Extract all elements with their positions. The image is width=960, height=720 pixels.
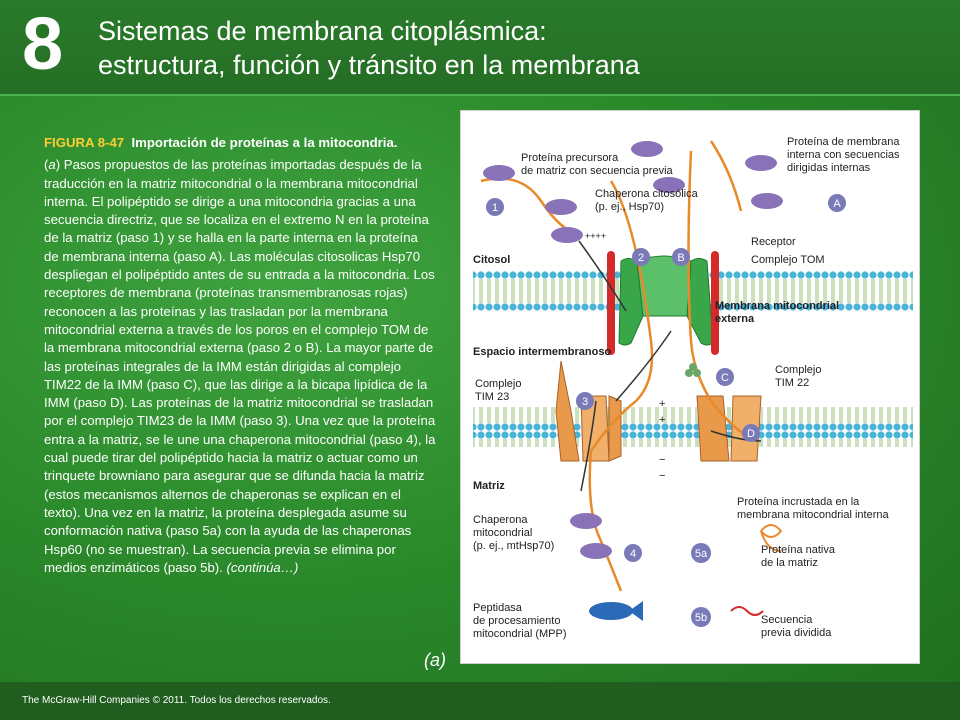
- tim22-chaperone-balls: [685, 363, 701, 377]
- label-tim22-1: Complejo: [775, 364, 821, 376]
- svg-text:+: +: [659, 398, 665, 410]
- label-mito-chaperone-2: mitocondrial: [473, 527, 532, 539]
- label-tim23-1: Complejo: [475, 378, 521, 390]
- title-line-2: estructura, función y tránsito en la mem…: [98, 50, 640, 80]
- step-2: 2: [638, 252, 644, 264]
- label-native-1: Proteína nativa: [761, 544, 836, 556]
- label-receptor: Receptor: [751, 236, 796, 248]
- caption-open-paren: (: [44, 157, 49, 173]
- step-C-circle: [716, 368, 734, 386]
- tim23-complex: [555, 360, 622, 462]
- slide-footer: The McGraw-Hill Companies © 2011. Todos …: [0, 682, 960, 720]
- panel-label: (a): [424, 650, 446, 670]
- svg-text:++++: ++++: [585, 231, 606, 241]
- label-intermembrane: Espacio intermembranoso: [473, 346, 611, 358]
- step-D-circle: [742, 424, 760, 442]
- label-outer-membrane-1: Membrana mitocondrial: [715, 300, 839, 312]
- caption-continues: (continúa…): [226, 559, 299, 575]
- step-D: D: [747, 428, 755, 440]
- flow-arrows: [578, 240, 762, 492]
- label-chaperone-1: Chaperona citosólica: [595, 188, 699, 200]
- step-A-circle: [828, 194, 846, 212]
- membrane-charges: + + − − ++++: [585, 231, 665, 482]
- cytosolic-chaperones: [483, 141, 783, 243]
- inner-membrane: [473, 407, 913, 447]
- step-5b-circle: [691, 607, 711, 627]
- slide-header: 8 Sistemas de membrana citoplásmica: est…: [0, 0, 960, 96]
- step-C: C: [721, 372, 729, 384]
- label-membrane-protein-3: dirigidas internas: [787, 162, 871, 174]
- label-cleaved-2: previa dividida: [761, 627, 832, 639]
- step-numbers: 1 2 3 4 5a 5b A B C D: [492, 198, 841, 624]
- label-mpp-1: Peptidasa: [473, 602, 523, 614]
- figure-title: Importación de proteínas a la mitocondri…: [131, 135, 398, 150]
- step-3: 3: [582, 396, 588, 408]
- svg-text:−: −: [659, 454, 665, 466]
- receptor-left: [607, 251, 615, 355]
- chapter-number: 8: [22, 2, 64, 85]
- label-tim23-2: TIM 23: [475, 391, 509, 403]
- label-citosol: Citosol: [473, 254, 510, 266]
- step-4: 4: [630, 548, 636, 560]
- caption-body: (a) Pasos propuestos de las proteínas im…: [44, 156, 436, 577]
- diagram-panel: 1 2 3 4 5a 5b A B C D + + − − ++++ Prote…: [460, 110, 920, 664]
- label-mpp-3: mitocondrial (MPP): [473, 628, 567, 640]
- native-protein-icon: [760, 524, 783, 552]
- mpp-enzyme: [589, 601, 643, 621]
- caption-part-letter: a: [48, 157, 56, 173]
- step-5a: 5a: [695, 548, 708, 560]
- step-A: A: [833, 198, 841, 210]
- mitochondrial-import-diagram: 1 2 3 4 5a 5b A B C D + + − − ++++ Prote…: [473, 136, 913, 640]
- diagram-labels: Proteína precursora de matriz con secuen…: [473, 136, 900, 640]
- title-line-1: Sistemas de membrana citoplásmica:: [98, 16, 547, 46]
- step-B-circle: [672, 248, 690, 266]
- label-chaperone-2: (p. ej., Hsp70): [595, 201, 664, 213]
- label-mito-chaperone-3: (p. ej., mtHsp70): [473, 540, 554, 552]
- figure-caption: FIGURA 8-47 Importación de proteínas a l…: [44, 134, 436, 581]
- label-matrix: Matriz: [473, 480, 505, 492]
- label-cleaved-1: Secuencia: [761, 614, 813, 626]
- step-4-circle: [624, 544, 642, 562]
- svg-text:−: −: [659, 470, 665, 482]
- svg-text:+: +: [659, 414, 665, 426]
- step-3-circle: [576, 392, 594, 410]
- receptor-right: [711, 251, 719, 355]
- step-B: B: [677, 252, 684, 264]
- cleaved-presequence-icon: [730, 606, 764, 616]
- slide-title: Sistemas de membrana citoplásmica: estru…: [98, 14, 640, 82]
- label-precursor-1: Proteína precursora: [521, 152, 619, 164]
- copyright-text: The McGraw-Hill Companies © 2011. Todos …: [22, 695, 331, 706]
- tom-complex: [618, 255, 714, 346]
- label-native-2: de la matriz: [761, 557, 818, 569]
- step-2-circle: [632, 248, 650, 266]
- label-membrane-protein-1: Proteína de membrana: [787, 136, 900, 148]
- label-membrane-protein-2: interna con secuencias: [787, 149, 900, 161]
- label-outer-membrane-2: externa: [715, 313, 755, 325]
- step-1-circle: [486, 198, 504, 216]
- label-embedded-1: Proteína incrustada en la: [737, 496, 860, 508]
- mitochondrial-chaperones: [570, 513, 612, 559]
- label-mito-chaperone-1: Chaperona: [473, 514, 528, 526]
- label-embedded-2: membrana mitocondrial interna: [737, 509, 890, 521]
- step-5b: 5b: [695, 612, 707, 624]
- caption-heading: FIGURA 8-47 Importación de proteínas a l…: [44, 134, 436, 152]
- figure-label: FIGURA 8-47: [44, 135, 125, 150]
- step-circles: [486, 194, 846, 627]
- label-tim22-2: TIM 22: [775, 377, 809, 389]
- label-mpp-2: de procesamiento: [473, 615, 560, 627]
- step-1: 1: [492, 202, 498, 214]
- label-precursor-2: de matriz con secuencia previa: [521, 165, 674, 177]
- step-5a-circle: [691, 543, 711, 563]
- caption-text: ) Pasos propuestos de las proteínas impo…: [44, 157, 436, 575]
- label-tom: Complejo TOM: [751, 254, 825, 266]
